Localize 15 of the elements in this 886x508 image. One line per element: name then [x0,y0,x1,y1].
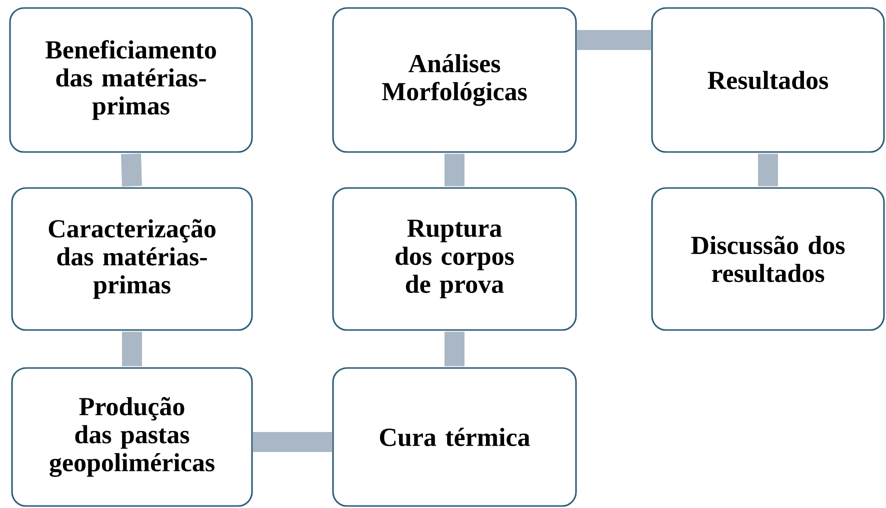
connector-bar [758,154,778,186]
process-box: Produção das pastas geopoliméricas [11,367,253,507]
process-box: Beneficiamento das matérias-primas [9,7,253,153]
connector-bar [444,332,464,366]
process-box: Resultados [651,7,885,153]
connector-bar [576,30,652,50]
process-box: Análises Morfológicas [332,7,577,153]
connector-bar [252,432,332,452]
process-box: Cura térmica [332,367,577,507]
process-box: Caracterização das matérias-primas [11,187,253,331]
process-box: Ruptura dos corpos de prova [332,187,577,331]
connector-bar [122,332,142,366]
connector-bar [444,154,464,186]
connector-bar [121,154,142,186]
process-box: Discussão dos resultados [651,187,885,331]
